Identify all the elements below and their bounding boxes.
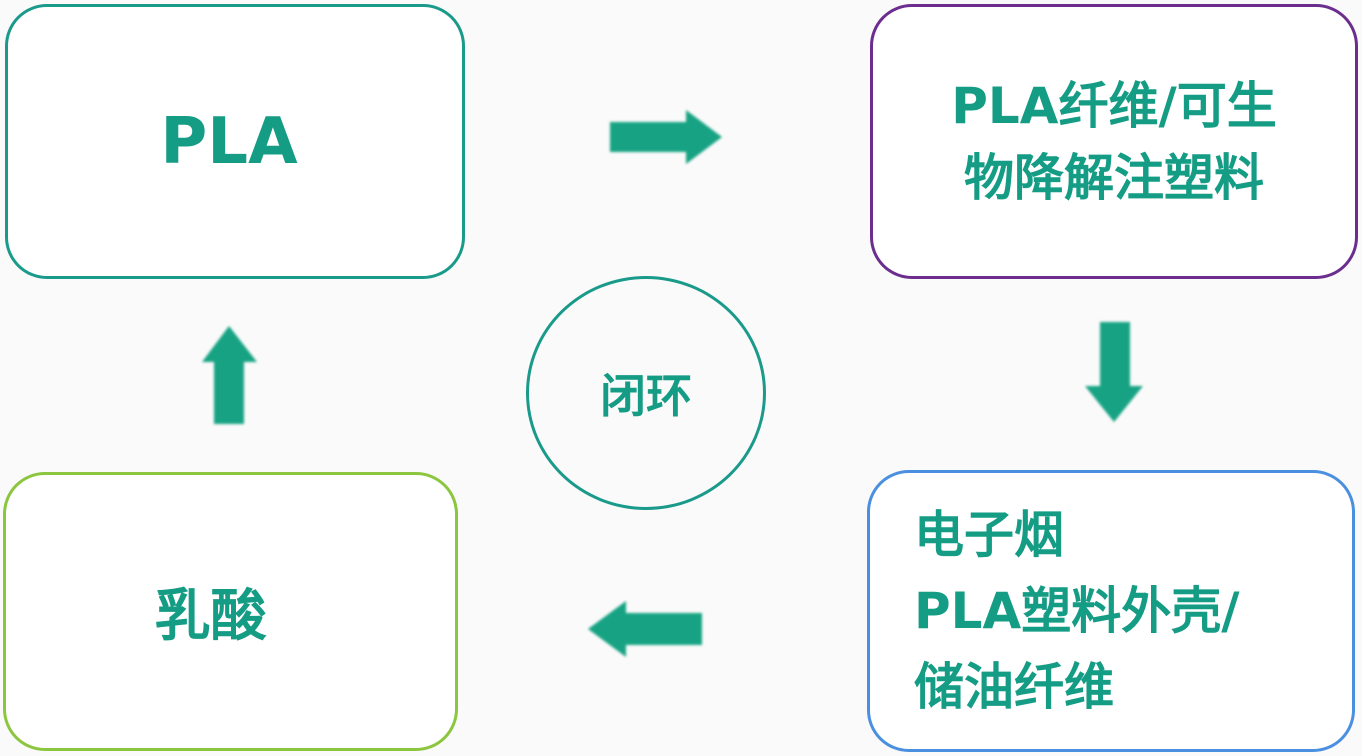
arrow-down-icon <box>1085 322 1143 422</box>
node-pla-fiber-line-2: 物降解注塑料 <box>964 148 1264 207</box>
arrow-up-shape <box>202 326 257 424</box>
node-ecig-line-2: PLA塑料外壳/ <box>914 582 1240 640</box>
arrow-down-shape <box>1085 322 1143 422</box>
center-closed-loop-circle: 闭环 <box>526 276 766 510</box>
node-pla-label: PLA <box>160 104 298 179</box>
node-pla: PLA <box>5 4 465 279</box>
node-pla-fiber-line-1: PLA纤维/可生 <box>951 76 1277 135</box>
arrow-up-icon <box>202 326 257 424</box>
node-pla-fiber: PLA纤维/可生 物降解注塑料 <box>870 4 1358 279</box>
arrow-right-shape <box>610 110 722 164</box>
node-ecig: 电子烟 PLA塑料外壳/ 储油纤维 <box>867 470 1355 752</box>
node-ecig-line-1: 电子烟 <box>914 506 1064 564</box>
node-ecig-line-3: 储油纤维 <box>914 658 1114 716</box>
arrow-left-shape <box>588 601 702 657</box>
arrow-left-icon <box>588 601 702 657</box>
node-lactic-acid: 乳酸 <box>3 472 458 751</box>
arrow-right-icon <box>610 110 722 164</box>
node-lactic-acid-label: 乳酸 <box>154 584 267 649</box>
center-closed-loop-label: 闭环 <box>600 369 692 423</box>
